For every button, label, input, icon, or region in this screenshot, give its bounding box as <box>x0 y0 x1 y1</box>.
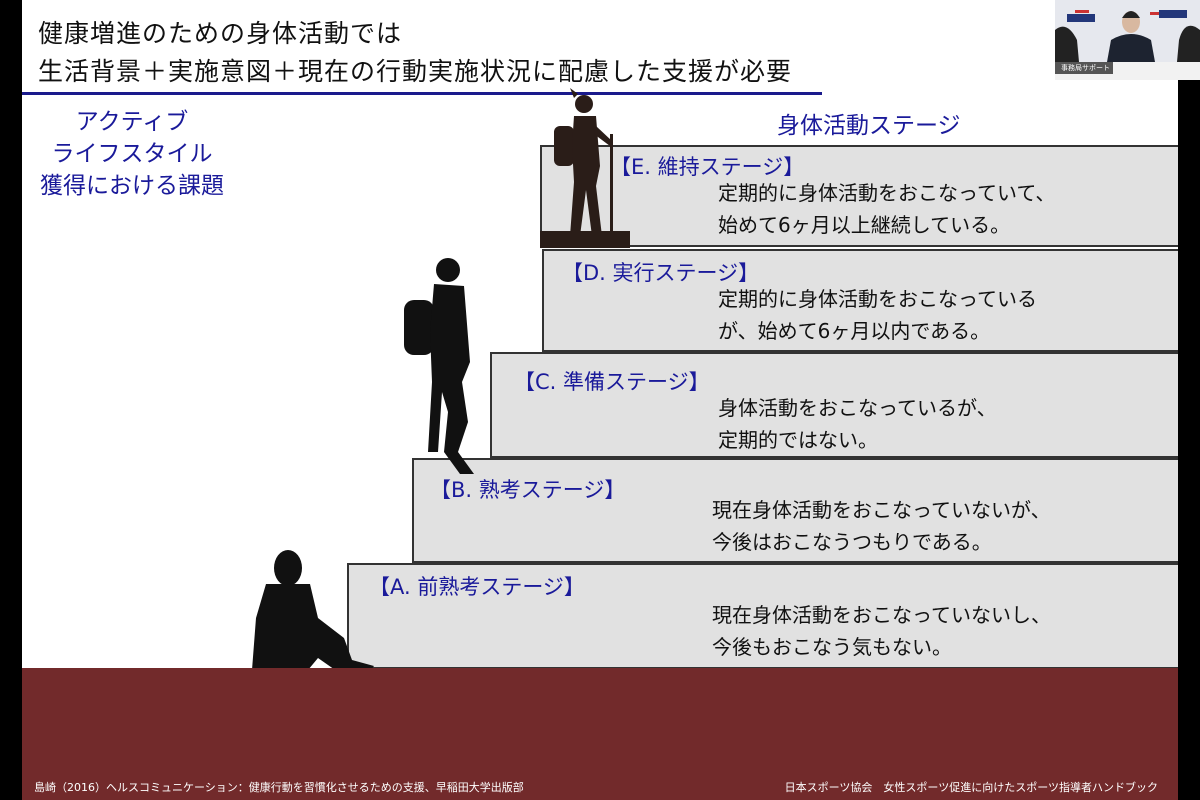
left-heading-line: ライフスタイル <box>51 141 213 167</box>
slide-title-line-1: 健康増進のための身体活動では <box>38 19 403 48</box>
stage-description: 定期的に身体活動をおこなっていて、始めて6ヶ月以上継続している。 <box>718 181 1056 237</box>
stage-e-step: 【E. 維持ステージ】 定期的に身体活動をおこなっていて、始めて6ヶ月以上継続し… <box>540 145 1178 247</box>
stage-label: 【A. 前熟考ステージ】 <box>369 575 585 599</box>
stage-a-step: 【A. 前熟考ステージ】 現在身体活動をおこなっていないし、今後もおこなう気もな… <box>347 563 1178 669</box>
video-caption: 事務局サポート <box>1061 64 1110 72</box>
stage-label: 【B. 熟考ステージ】 <box>430 478 626 502</box>
stage-description: 定期的に身体活動をおこなっているが、始めて6ヶ月以内である。 <box>718 287 1037 343</box>
footer-source: 日本スポーツ協会 女性スポーツ促進に向けたスポーツ指導者ハンドブック <box>784 781 1158 794</box>
slide: 健康増進のための身体活動では 生活背景＋実施意図＋現在の行動実施状況に配慮した支… <box>22 0 1178 800</box>
title-divider <box>22 92 822 95</box>
presenter-video-icon <box>1055 0 1200 80</box>
stage-d-step: 【D. 実行ステージ】 定期的に身体活動をおこなっているが、始めて6ヶ月以内であ… <box>542 249 1178 352</box>
stage-heading: 身体活動ステージ <box>777 113 961 139</box>
left-heading: アクティブ ライフスタイル 獲得における課題 <box>22 106 242 202</box>
walker-silhouette-icon <box>404 258 474 474</box>
left-heading-line: 獲得における課題 <box>40 173 224 199</box>
slide-title-line-2: 生活背景＋実施意図＋現在の行動実施状況に配慮した支援が必要 <box>38 57 793 86</box>
stage-label: 【C. 準備ステージ】 <box>514 370 710 394</box>
stage-c-step: 【C. 準備ステージ】 身体活動をおこなっているが、定期的ではない。 <box>490 352 1178 458</box>
stage-b-step: 【B. 熟考ステージ】 現在身体活動をおこなっていないが、今後はおこなうつもりで… <box>412 458 1178 563</box>
hiker-silhouette-icon <box>540 88 630 248</box>
stage-description: 現在身体活動をおこなっていないし、今後もおこなう気もない。 <box>712 603 1051 659</box>
video-inset: 事務局サポート <box>1055 0 1200 80</box>
stage-description: 現在身体活動をおこなっていないが、今後はおこなうつもりである。 <box>712 498 1051 554</box>
left-heading-line: アクティブ <box>75 109 189 135</box>
sitting-person-silhouette-icon <box>252 550 374 674</box>
stage-label: 【D. 実行ステージ】 <box>562 261 760 285</box>
stage-label: 【E. 維持ステージ】 <box>610 155 805 179</box>
stage-description: 身体活動をおこなっているが、定期的ではない。 <box>718 396 997 452</box>
floor <box>22 668 1178 800</box>
footer-citation: 島崎（2016）ヘルスコミュニケーション：健康行動を習慣化させるための支援、早稲… <box>34 781 524 794</box>
